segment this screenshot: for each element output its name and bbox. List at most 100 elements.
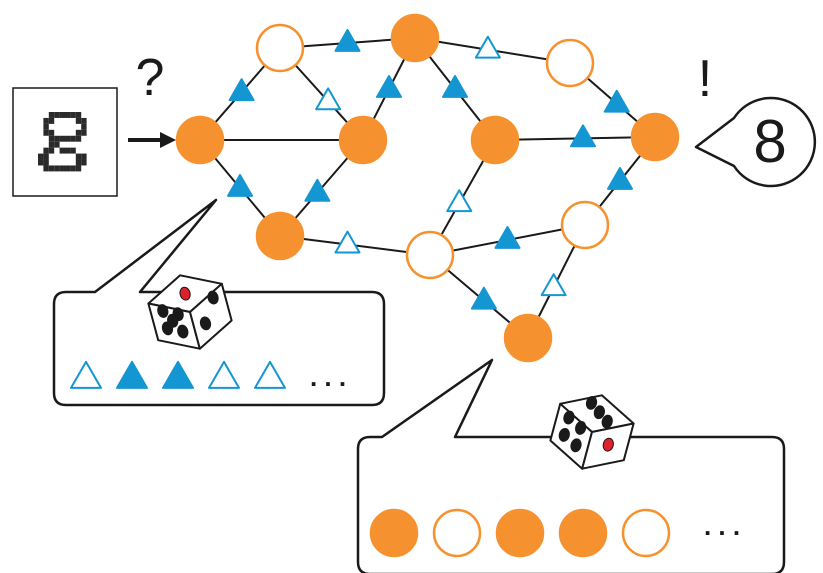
digit-pixel: [43, 129, 49, 136]
digit-pixel: [43, 147, 49, 154]
digit-pixel: [70, 112, 76, 118]
spike-triangle-hollow: [446, 189, 473, 213]
digit-pixel: [43, 153, 49, 160]
die-pip: [570, 438, 582, 453]
digit-pixel: [59, 135, 65, 142]
seq-triangle-filled: [116, 360, 148, 389]
die-pip: [199, 316, 212, 331]
node-hollow: [405, 230, 455, 280]
digit-pixel: [81, 129, 87, 136]
digit-pixel: [54, 135, 60, 142]
node-filled: [630, 112, 680, 162]
node-filled: [470, 115, 520, 165]
seq-node-hollow: [621, 508, 671, 558]
die-pip: [563, 410, 575, 425]
spike-triangle-filled: [494, 226, 521, 249]
die-body: [147, 274, 233, 350]
node-hollow: [545, 38, 595, 88]
digit-pixel: [38, 159, 44, 166]
node-filled: [255, 211, 305, 261]
digit-pixel: [81, 117, 87, 124]
question-mark: ?: [136, 49, 165, 107]
spike-triangle-hollow: [315, 87, 342, 111]
die-pip: [593, 405, 605, 420]
node-filled: [390, 13, 440, 63]
node-filled: [503, 313, 553, 363]
seq-node-filled: [558, 508, 608, 558]
die-pip: [167, 313, 179, 328]
digit-pixel: [65, 112, 71, 118]
digit-pixel: [75, 117, 82, 124]
spike-triangle-hollow: [540, 273, 567, 297]
digit-pixel: [59, 165, 65, 172]
spike-triangle-filled: [334, 29, 361, 52]
seq-node-hollow: [432, 508, 482, 558]
die-pip-red: [179, 286, 191, 301]
die-pip: [177, 324, 189, 339]
handwritten-digit-pixels: [38, 112, 87, 172]
spike-sequence: [70, 360, 286, 389]
spike-triangle-filled: [227, 174, 253, 197]
node-state-callout: . . .: [356, 358, 786, 573]
seq-triangle-hollow: [254, 360, 286, 389]
seq-triangle-hollow: [70, 360, 102, 389]
digit-pixel: [48, 117, 55, 124]
node-ellipsis: . . .: [704, 511, 740, 541]
node-die: [549, 394, 635, 470]
seq-triangle-filled: [162, 360, 194, 389]
exclamation-mark: !: [698, 50, 712, 108]
spike-train-callout: . . .: [52, 198, 386, 407]
input-arrow: [128, 132, 176, 148]
digit-pixel: [54, 112, 60, 118]
digit-pixel: [81, 159, 87, 166]
spike-triangle-filled: [304, 178, 331, 202]
digit-pixel: [65, 165, 71, 172]
seq-node-filled: [495, 508, 545, 558]
spike-triangle-hollow: [334, 230, 361, 254]
spike-triangle-hollow: [474, 35, 501, 59]
seq-node-filled: [369, 508, 419, 558]
spike-ellipsis: . . .: [310, 362, 346, 392]
input-digit-image: [12, 87, 118, 197]
node-filled: [338, 115, 388, 165]
network-nodes: [175, 13, 680, 363]
spike-triangle-filled: [470, 286, 497, 310]
digit-pixel: [75, 135, 82, 142]
digit-pixel: [65, 147, 71, 154]
die-pip: [157, 304, 169, 318]
die-pip-red: [602, 437, 614, 452]
digit-pixel: [48, 147, 55, 154]
digit-pixel: [65, 135, 71, 142]
die-body: [549, 394, 635, 470]
digit-pixel: [43, 165, 49, 172]
digit-pixel: [75, 129, 82, 136]
output-bubble: 8: [694, 96, 817, 188]
output-digit: 8: [753, 108, 786, 175]
digit-pixel: [48, 141, 55, 148]
digit-pixel: [43, 117, 49, 124]
digit-pixel: [70, 165, 76, 172]
digit-pixel: [75, 112, 82, 118]
spike-triangle-filled: [228, 78, 255, 102]
digit-pixel: [75, 153, 82, 160]
digit-pixel: [38, 153, 44, 160]
digit-pixel: [81, 123, 87, 130]
digit-pixel: [59, 112, 65, 118]
node-state-sequence: [369, 508, 671, 558]
node-hollow: [255, 23, 305, 73]
digit-pixel: [48, 112, 55, 118]
digit-pixel: [43, 123, 49, 130]
digit-pixel: [54, 141, 60, 148]
spike-triangle-filled: [603, 89, 630, 113]
node-hollow: [560, 200, 610, 250]
digit-pixel: [48, 135, 55, 142]
digit-pixel: [54, 165, 60, 172]
spike-triangle-filled: [376, 75, 402, 98]
die-pip: [558, 428, 570, 442]
digit-pixel: [48, 129, 55, 136]
digit-pixel: [75, 165, 82, 172]
spike-die: [147, 274, 233, 350]
die-pip: [575, 421, 587, 435]
digit-pixel: [48, 165, 55, 172]
